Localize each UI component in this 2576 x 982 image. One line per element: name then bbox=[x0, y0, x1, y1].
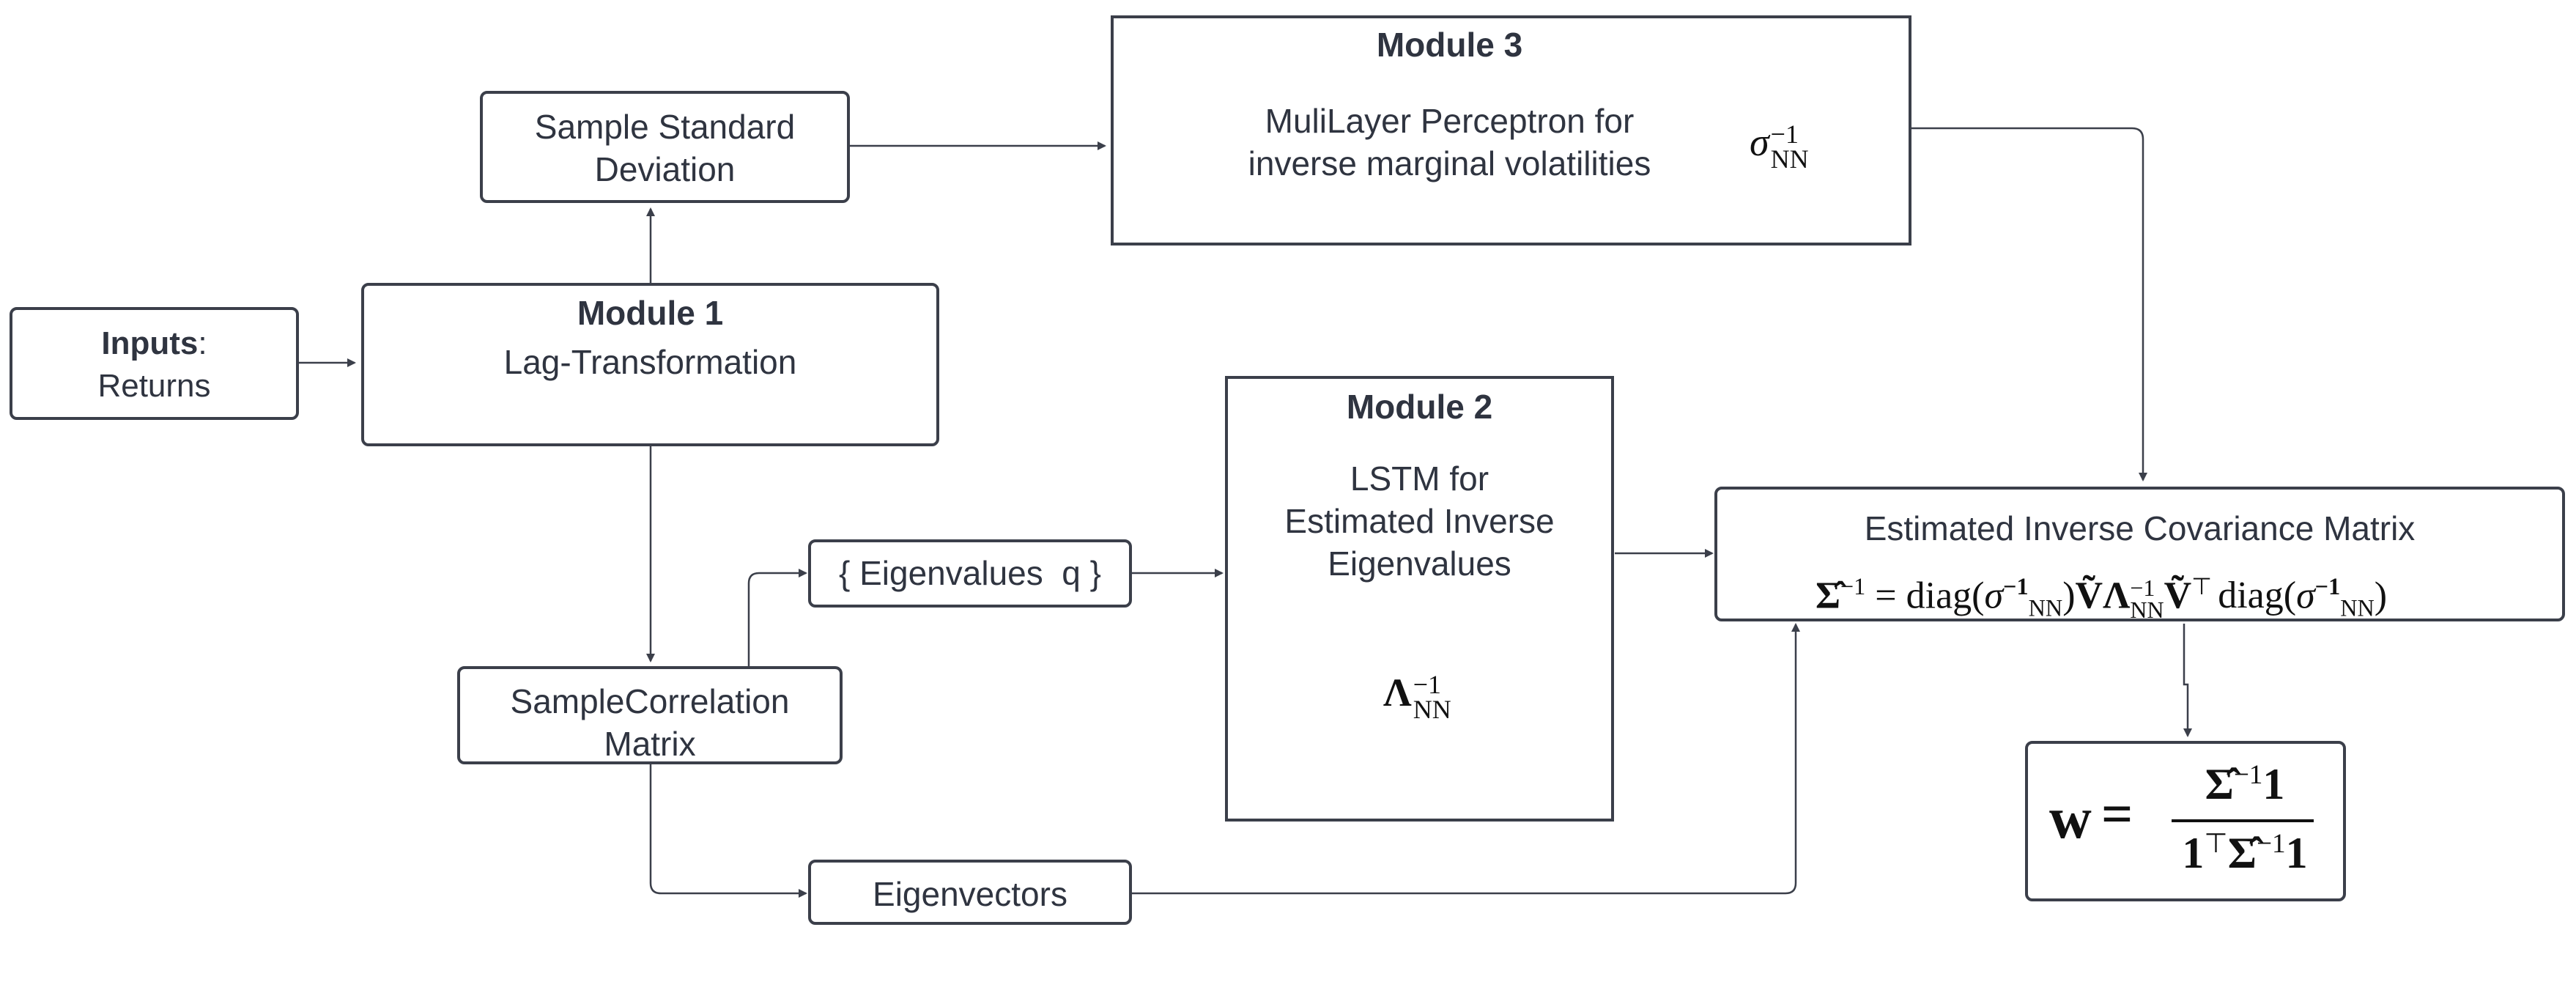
module2-lambda-sup: −1 bbox=[1413, 669, 1442, 699]
formula-lambda: Λ bbox=[2103, 575, 2131, 617]
formula-neg1-bold2: −1 bbox=[2314, 573, 2341, 599]
weights-denominator: 1⊤Σ̂−11 bbox=[2172, 827, 2318, 879]
arrow-eigenvectors-to-estimated-cov bbox=[1132, 623, 1800, 895]
weights-den-t: ⊤ bbox=[2204, 829, 2228, 859]
module2-line2: Estimated Inverse bbox=[1284, 502, 1555, 540]
module3-sigma-sub: NN bbox=[1770, 144, 1809, 174]
formula-transpose: ⊤ bbox=[2191, 573, 2213, 599]
module2-line1: LSTM for bbox=[1350, 459, 1489, 498]
module3-line2: inverse marginal volatilities bbox=[1248, 144, 1651, 182]
eigenvalues-label: { Eigenvalues q } bbox=[838, 554, 1102, 592]
weights-eq: = bbox=[2101, 783, 2133, 845]
formula-close2: ) bbox=[2374, 575, 2388, 617]
formula-sigma-hat: Σ̂ bbox=[1816, 575, 1840, 617]
weights-den-sigma: Σ̂ bbox=[2227, 829, 2257, 877]
weights-den-sup: −1 bbox=[2257, 829, 2286, 859]
module1-title: Module 1 bbox=[577, 294, 724, 332]
eigenvalues-box bbox=[808, 539, 1132, 608]
arrow-estimated-cov-to-weights bbox=[2183, 624, 2192, 737]
arrow-module3-to-estimated-cov bbox=[1911, 127, 2147, 481]
inputs-box bbox=[10, 307, 299, 420]
formula-nn: NN bbox=[2028, 594, 2063, 621]
inputs-label-bold: Inputs bbox=[101, 325, 199, 361]
module2-lambda-sub: NN bbox=[1413, 694, 1451, 724]
sample-std-box bbox=[480, 91, 850, 203]
formula-diag2: diag( bbox=[2218, 575, 2297, 617]
sample-corr-box bbox=[457, 666, 843, 764]
weights-fraction-bar bbox=[2172, 819, 2314, 822]
module2-box bbox=[1225, 376, 1614, 822]
weights-numerator: Σ̂−11 bbox=[2172, 759, 2318, 810]
module2-lambda: Λ bbox=[1383, 671, 1412, 715]
module3-line1: MuliLayer Perceptron for bbox=[1265, 102, 1635, 140]
sample-corr-line2: Matrix bbox=[604, 725, 696, 763]
weights-num-sigma: Σ̂ bbox=[2205, 760, 2234, 808]
estimated-cov-title: Estimated Inverse Covariance Matrix bbox=[1864, 509, 2416, 547]
inputs-returns: Returns bbox=[97, 368, 211, 404]
weights-den-one2: 1 bbox=[2285, 829, 2308, 877]
weights-w: w bbox=[2049, 786, 2092, 851]
formula-sigma2: σ bbox=[2296, 575, 2315, 617]
module1-subtitle: Lag-Transformation bbox=[503, 343, 797, 381]
formula-sigma: σ bbox=[1984, 575, 2004, 617]
sample-corr-line1: SampleCorrelation bbox=[510, 682, 790, 720]
formula-v2: Ṽ bbox=[2164, 575, 2192, 617]
eigenvectors-label: Eigenvectors bbox=[873, 875, 1067, 913]
module3-title: Module 3 bbox=[1376, 26, 1523, 64]
formula-lambda-sup: −1 bbox=[2130, 575, 2155, 602]
inputs-label-colon: : bbox=[198, 325, 207, 361]
formula-close: ) bbox=[2062, 575, 2076, 617]
weights-den-one: 1 bbox=[2182, 829, 2205, 877]
estimated-cov-box bbox=[1714, 487, 2565, 621]
weights-num-one: 1 bbox=[2262, 760, 2285, 808]
sample-std-line2: Deviation bbox=[594, 150, 736, 188]
sample-std-line1: Sample Standard bbox=[534, 108, 796, 146]
formula-neg1-bold: −1 bbox=[2003, 573, 2029, 599]
module2-line3: Eigenvalues bbox=[1328, 544, 1511, 583]
module2-title: Module 2 bbox=[1346, 388, 1493, 426]
module3-box bbox=[1111, 15, 1911, 246]
formula-v: Ṽ bbox=[2075, 575, 2103, 617]
module3-sigma-sup: −1 bbox=[1770, 119, 1799, 149]
formula-neg1: −1 bbox=[1840, 573, 1866, 599]
module1-box bbox=[361, 283, 939, 446]
module3-sigma: σ bbox=[1750, 120, 1769, 164]
formula-lambda-sub: NN bbox=[2130, 597, 2164, 624]
formula-eq-diag: = diag( bbox=[1865, 575, 1985, 617]
weights-num-sup: −1 bbox=[2233, 760, 2263, 790]
arrow-sample-corr-to-eigenvalues bbox=[747, 569, 807, 668]
arrow-sample-corr-to-eigenvectors bbox=[649, 764, 807, 898]
formula-nn2: NN bbox=[2340, 594, 2375, 621]
eigenvectors-box bbox=[808, 860, 1132, 925]
inputs-label: Inputs: bbox=[10, 322, 299, 365]
